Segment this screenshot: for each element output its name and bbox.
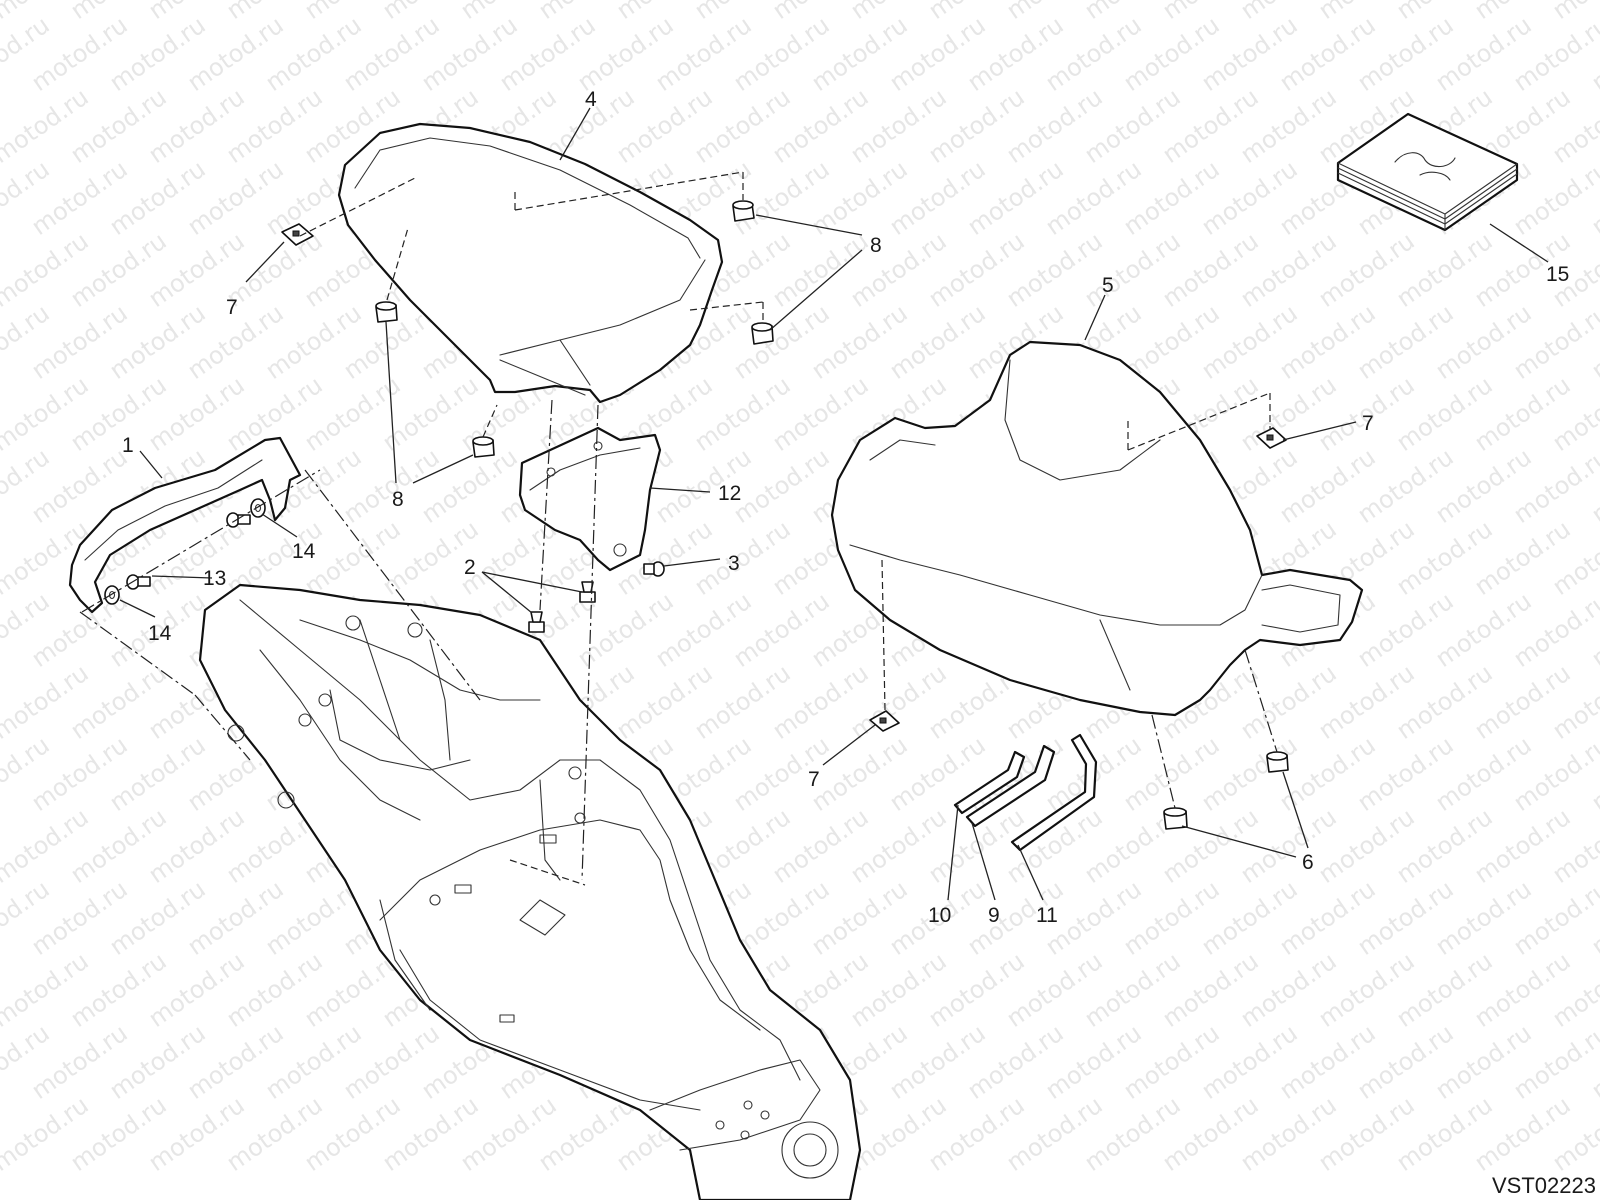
callout-4: 4 (585, 88, 597, 111)
rear-subframe (198, 583, 862, 1200)
callout-11: 11 (1036, 904, 1058, 927)
callout-7-right: 7 (1362, 412, 1374, 435)
callout-14-upper: 14 (292, 540, 316, 563)
callout-15: 15 (1546, 263, 1569, 286)
washer-14-lower (104, 585, 120, 605)
callout-10: 10 (928, 904, 951, 927)
rubber-grommet-8-left (375, 301, 398, 323)
rider-seat-part-5 (830, 340, 1364, 717)
assembly-lines (79, 171, 1278, 886)
clip-nut-7-right (1256, 427, 1287, 449)
callout-5: 5 (1102, 274, 1114, 297)
callout-labels: 1 2 3 4 5 6 7 7 7 8 8 9 10 11 12 13 14 1… (122, 88, 1569, 927)
hex-key-set (953, 733, 1098, 852)
callout-8-left: 8 (392, 488, 404, 511)
clip-nut-7-top-left (281, 223, 314, 246)
bracket-part-12 (518, 426, 662, 572)
rubber-grommet-8-top-right (732, 200, 755, 222)
screw-2-left (528, 611, 545, 633)
rubber-grommet-8-mid-right (751, 322, 774, 345)
leader-lines (119, 107, 1549, 901)
manual-booklet-part-15 (1336, 112, 1519, 232)
passenger-seat-part-4 (337, 122, 724, 404)
rubber-grommet-6-upper (1266, 751, 1289, 773)
callout-8-top: 8 (870, 234, 882, 257)
callout-12: 12 (718, 482, 741, 505)
screw-2-right (579, 581, 596, 603)
drawing-code: VST02223 (1492, 1173, 1596, 1198)
callout-6: 6 (1302, 851, 1314, 874)
clip-nut-7-bottom (869, 710, 900, 732)
callout-13: 13 (203, 567, 226, 590)
callout-3: 3 (728, 552, 740, 575)
callout-2: 2 (464, 556, 476, 579)
callout-1: 1 (122, 434, 134, 457)
screw-3 (643, 561, 665, 577)
callout-7-bottom: 7 (808, 768, 820, 791)
callout-7-top-left: 7 (226, 296, 238, 319)
washer-14-upper (250, 498, 266, 518)
callout-9: 9 (988, 904, 1000, 927)
rubber-grommet-8-lower (472, 436, 495, 458)
callout-14-lower: 14 (148, 622, 172, 645)
screw-13-lower (126, 574, 151, 590)
